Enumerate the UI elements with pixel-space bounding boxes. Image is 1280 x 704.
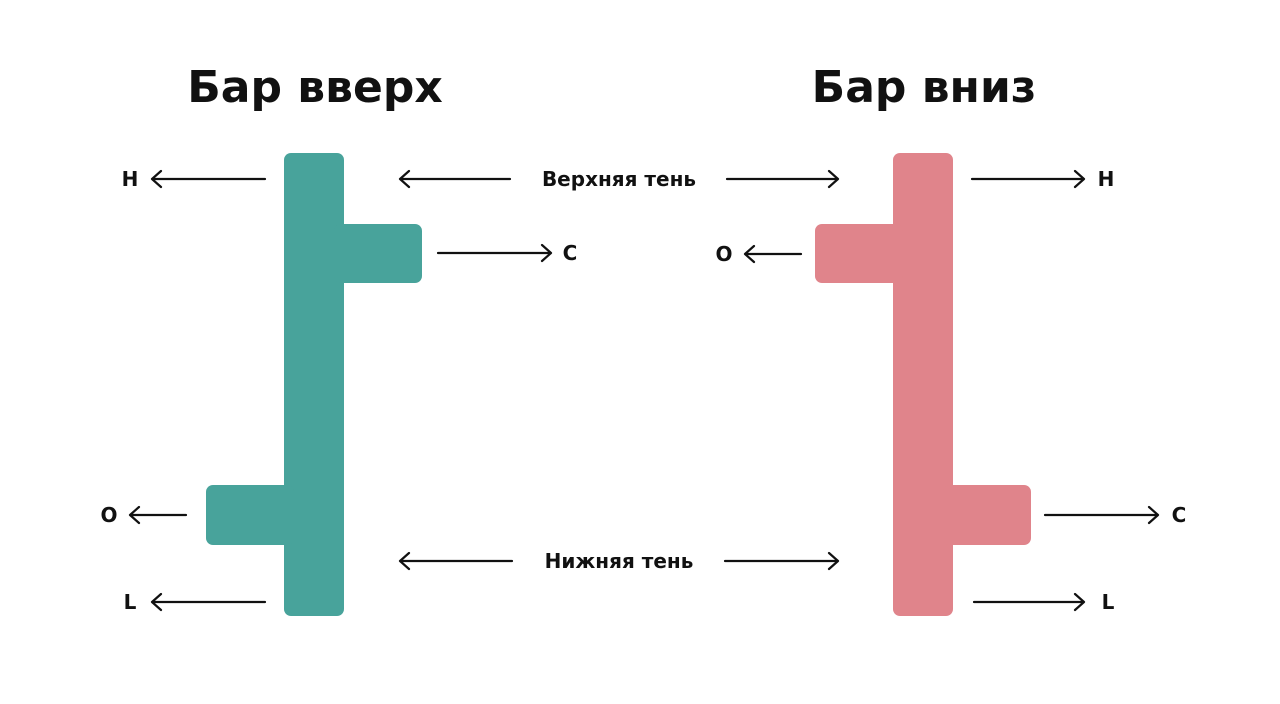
arrow-left-icon	[398, 551, 514, 571]
down-bar-title: Бар вниз	[812, 62, 1037, 113]
up-low-label: L	[124, 590, 137, 614]
down-low-label: L	[1102, 590, 1115, 614]
arrow-left-icon	[150, 169, 267, 189]
up-bar	[206, 153, 422, 616]
down-open-label: O	[715, 242, 732, 266]
arrow-left-icon	[128, 505, 188, 525]
down-bar-close-tick	[943, 485, 1031, 545]
arrow-right-icon	[436, 243, 553, 263]
up-open-label: O	[100, 503, 117, 527]
up-bar-stem	[284, 153, 344, 616]
up-bar-close-tick	[334, 224, 422, 283]
down-bar-stem	[893, 153, 953, 616]
arrow-right-icon	[725, 169, 840, 189]
down-open-annotation: O	[715, 242, 803, 266]
down-low-annotation: L	[972, 590, 1115, 614]
arrow-right-icon	[970, 169, 1086, 189]
up-high-annotation: H	[122, 167, 267, 191]
upper-shadow-annotation: Верхняя тень	[398, 167, 840, 191]
up-bar-open-tick	[206, 485, 294, 545]
arrow-left-icon	[150, 592, 267, 612]
arrow-right-icon	[972, 592, 1086, 612]
arrow-left-icon	[398, 169, 512, 189]
arrow-right-icon	[723, 551, 840, 571]
upper-shadow-label: Верхняя тень	[542, 167, 696, 191]
lower-shadow-annotation: Нижняя тень	[398, 549, 840, 573]
down-bar-open-tick	[815, 224, 903, 283]
up-bar-title: Бар вверх	[187, 62, 442, 113]
up-close-annotation: C	[436, 241, 578, 265]
arrow-right-icon	[1043, 505, 1160, 525]
up-close-label: C	[563, 241, 578, 265]
down-high-label: H	[1098, 167, 1115, 191]
arrow-left-icon	[743, 244, 803, 264]
down-high-annotation: H	[970, 167, 1115, 191]
up-high-label: H	[122, 167, 139, 191]
down-bar	[815, 153, 1031, 616]
down-close-annotation: C	[1043, 503, 1187, 527]
lower-shadow-label: Нижняя тень	[545, 549, 694, 573]
down-close-label: C	[1172, 503, 1187, 527]
up-open-annotation: O	[100, 503, 188, 527]
up-low-annotation: L	[124, 590, 267, 614]
